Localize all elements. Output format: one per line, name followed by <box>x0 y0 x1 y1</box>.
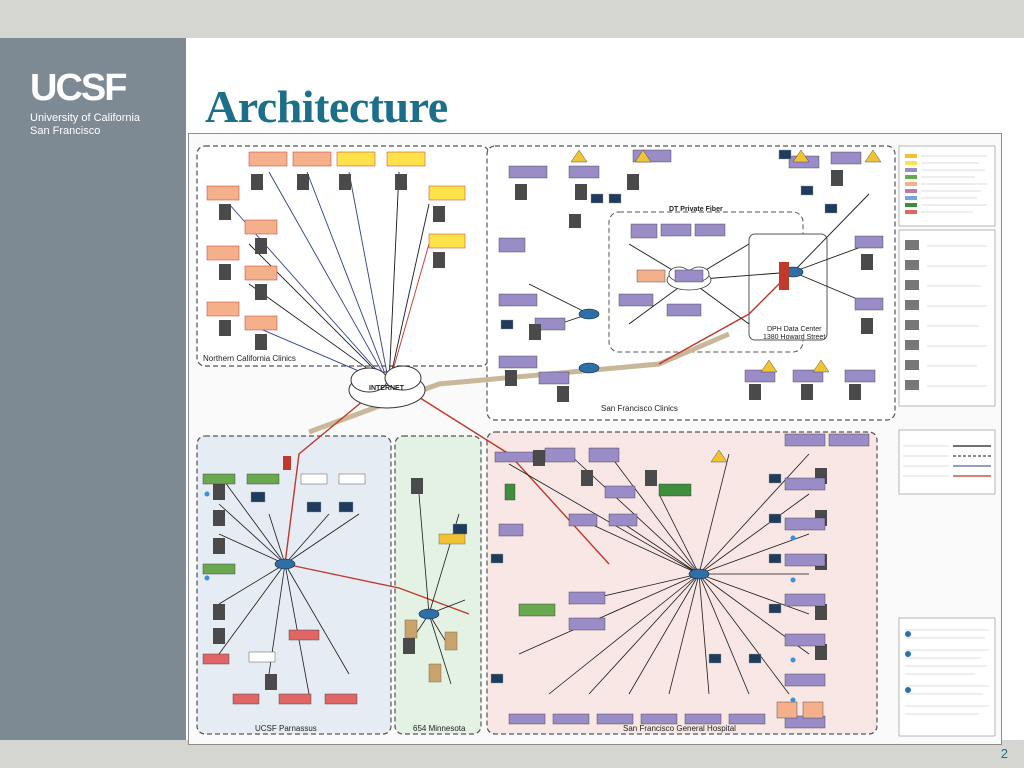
legend-line-samples <box>953 445 991 477</box>
logo-university-line2: San Francisco <box>30 125 101 137</box>
monitor-icons <box>250 149 838 684</box>
star-badges <box>204 491 796 703</box>
logo-mark: UCSF <box>30 67 127 109</box>
minnesota-servers <box>404 533 466 683</box>
legend-endpoint-icons <box>905 240 919 390</box>
region-label-northern-california: Northern California Clinics <box>203 354 296 363</box>
legend-text-lines <box>903 155 989 715</box>
dph-data-center-label-line1: DPH Data Center <box>767 326 822 333</box>
legend-color-swatches <box>905 154 917 214</box>
architecture-diagram: Northern California Clinics San Francisc… <box>188 133 1002 745</box>
page-title: Architecture <box>205 81 448 132</box>
northern-clinic-boxes <box>206 151 466 331</box>
site-triangles <box>570 149 882 463</box>
internet-cloud <box>348 365 426 409</box>
sf-clinic-boxes <box>498 149 884 385</box>
dt-private-fiber-label: DT Private Fiber <box>669 206 723 213</box>
region-northern-california <box>196 145 490 367</box>
top-bar <box>0 0 1024 38</box>
legend-endpoint <box>898 229 996 407</box>
workstation-icons <box>213 170 873 690</box>
region-label-minnesota: 654 Minnesota <box>413 724 466 733</box>
ucsf-logo: UCSF University of California San Franci… <box>30 68 140 138</box>
logo-university-line1: University of California <box>30 112 141 124</box>
sfgh-boxes <box>494 433 870 729</box>
page-number: 2 <box>1000 746 1008 761</box>
parnassus-links <box>218 473 360 695</box>
region-label-san-francisco-clinics: San Francisco Clinics <box>601 404 678 413</box>
diagram-canvas <box>196 145 996 737</box>
routers <box>274 266 804 620</box>
left-panel <box>0 38 186 740</box>
parnassus-boxes <box>202 473 366 705</box>
dph-data-center-label-line2: 1380 Howard Street <box>763 334 826 341</box>
legend-linetype <box>898 429 996 495</box>
legend-note-circles <box>905 631 911 693</box>
region-label-sf-general: San Francisco General Hospital <box>623 724 736 733</box>
firewalls <box>283 262 789 470</box>
legend-notes <box>898 617 996 737</box>
region-label-ucsf-parnassus: UCSF Parnassus <box>255 724 317 733</box>
internet-label: INTERNET <box>369 385 404 392</box>
